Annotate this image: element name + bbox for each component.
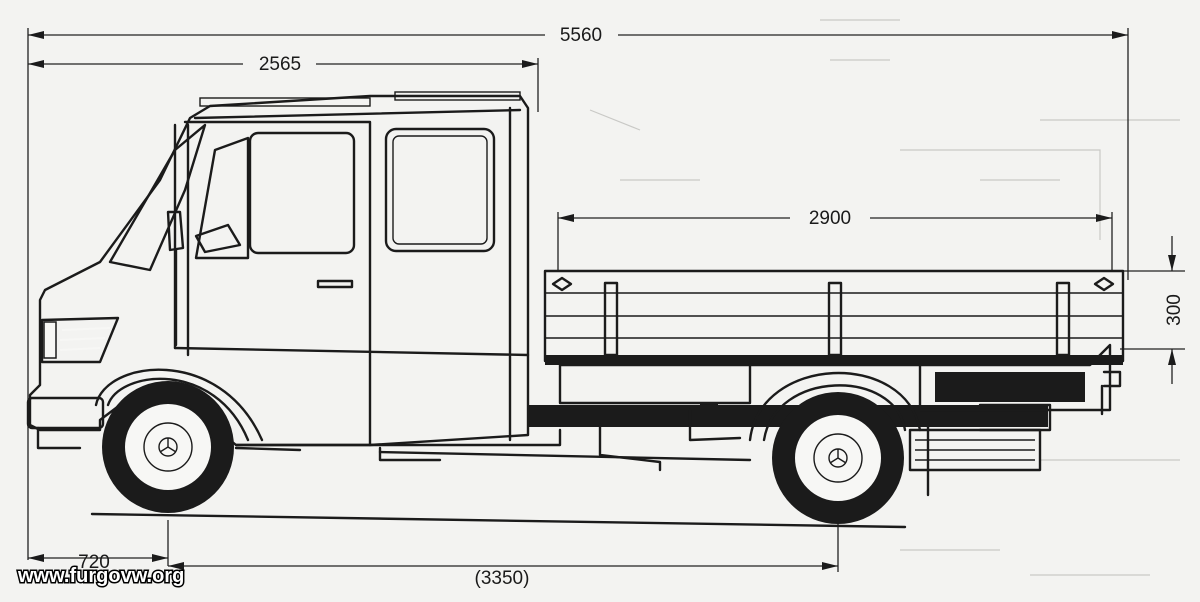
- dimension-side-height: 300: [1120, 236, 1185, 384]
- chassis-frame: [234, 343, 1122, 497]
- cab-length-label: 2565: [259, 54, 301, 75]
- rear-wheel: [772, 392, 904, 524]
- overall-length-label: 5560: [560, 25, 602, 46]
- dimension-platform-length: 2900: [557, 208, 1113, 272]
- dimension-cab-length: 2565: [28, 54, 539, 112]
- rear-wheel-arch: [748, 363, 922, 442]
- ground-line: [90, 512, 907, 529]
- dimension-overall-length: 5560: [27, 25, 1129, 560]
- cab-body: [26, 91, 530, 462]
- dimension-front-overhang: 720: [28, 520, 169, 573]
- dimension-wheelbase: (3350): [168, 520, 839, 589]
- front-wheel: [102, 381, 234, 513]
- side-height-label: 300: [1164, 294, 1185, 326]
- cargo-platform: [543, 269, 1125, 365]
- wheelbase-label: (3350): [475, 568, 530, 589]
- platform-length-label: 2900: [809, 208, 851, 229]
- watermark-text: www.furgovw.org: [17, 565, 184, 587]
- ghost-background-lines: [589, 19, 1180, 576]
- front-overhang-label: 720: [78, 552, 110, 573]
